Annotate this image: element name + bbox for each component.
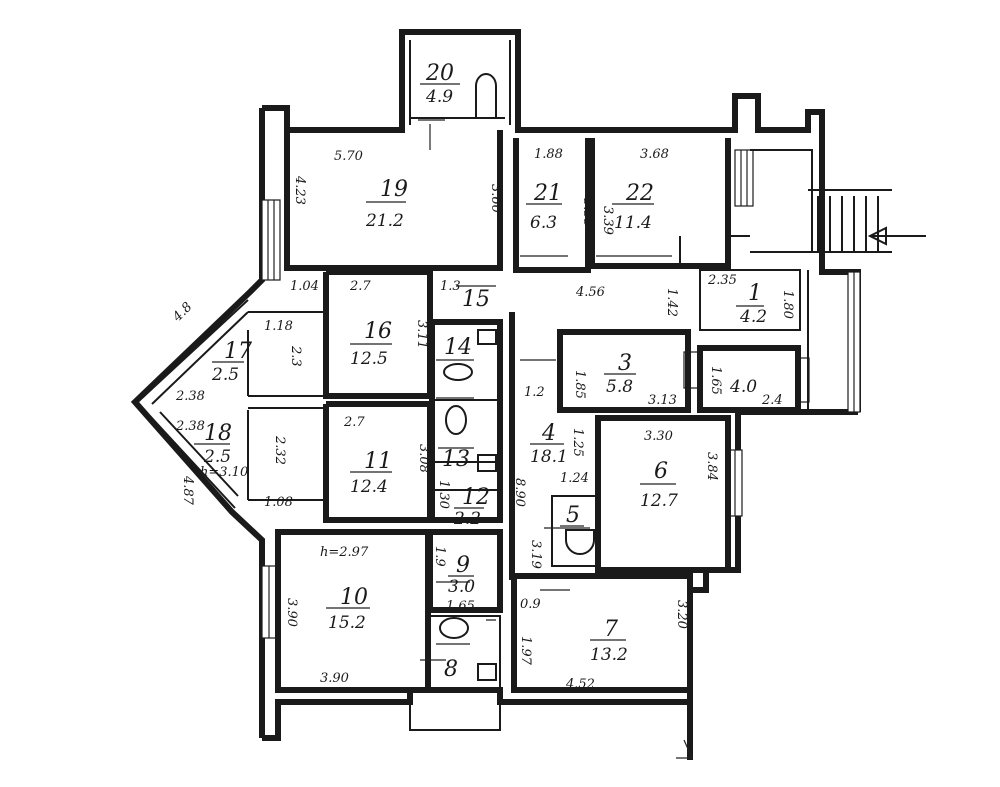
dim-label: 4.56	[575, 285, 605, 300]
room-number: 17	[224, 339, 252, 364]
room-number: 3	[618, 351, 632, 376]
dim-label: 3.90	[320, 671, 349, 686]
room-number: 12	[462, 485, 490, 510]
dim-label: 8.90	[512, 478, 527, 507]
dim-label: 3.08	[416, 444, 431, 473]
room-area: 2.5	[211, 365, 239, 385]
dim-label: 2.38	[175, 419, 205, 434]
room-number: 6	[654, 459, 668, 484]
room-area: 15.2	[328, 613, 366, 633]
dim-label: 3.13	[648, 393, 677, 408]
room-area: 2.5	[203, 447, 231, 467]
room-number: 1	[748, 281, 762, 306]
dim-label: 4.23	[292, 175, 307, 205]
room-number: 21	[533, 181, 562, 206]
room-number: 14	[444, 335, 472, 360]
dim-label: 1.3	[440, 279, 461, 294]
room-area: 12.4	[350, 477, 388, 497]
dim-label: 3.20	[674, 600, 689, 629]
room-number: 22	[625, 181, 654, 206]
dim-label: 1.18	[264, 319, 293, 334]
room-area: 18.1	[530, 447, 568, 467]
dim-label: 1.9	[432, 546, 447, 567]
dim-label: 1.08	[264, 495, 293, 510]
room-number: 19	[380, 177, 408, 202]
dim-label: 1.65	[446, 599, 475, 614]
room-area: 2.2	[453, 509, 481, 529]
room-area: 12.7	[640, 491, 678, 511]
dim-label: 3.39	[600, 206, 615, 235]
dim-label: 1.85	[572, 370, 587, 399]
dim-label: 4.8	[170, 300, 196, 326]
dim-label: 1.2	[524, 385, 545, 400]
height-label: h=2.97	[320, 545, 369, 560]
dim-label: 3.19	[528, 540, 543, 569]
room-area: 13.2	[590, 645, 628, 665]
dim-label: 0.9	[520, 597, 541, 612]
room-area: 4.2	[739, 307, 767, 327]
dim-label: 3.84	[704, 452, 719, 481]
dim-label: 2.7	[343, 415, 365, 430]
room-number: 7	[604, 617, 618, 642]
room-area: 6.3	[530, 213, 557, 233]
dim-label: 1.80	[780, 290, 795, 319]
room-number: 13	[442, 447, 470, 472]
room-number: 9	[456, 553, 470, 578]
dim-label: 2.35	[707, 273, 737, 288]
room-number: 20	[425, 61, 454, 86]
dim-label: 2.32	[272, 435, 287, 465]
dim-label: 5.70	[334, 149, 363, 164]
room-number: 10	[340, 585, 368, 610]
dim-label: 3.60	[488, 184, 503, 213]
room-area: 4.9	[425, 87, 453, 107]
dim-label: 2.3	[288, 345, 303, 367]
dim-label: 3.11	[414, 320, 429, 349]
dim-label: 1.04	[290, 279, 319, 294]
dim-label: 2.4	[761, 393, 783, 408]
dim-label: 1.24	[560, 471, 589, 486]
dim-label: 4.87	[180, 475, 195, 506]
room-area: 11.4	[614, 213, 652, 233]
dim-label: 1.42	[664, 288, 679, 317]
room-number: 4	[541, 421, 556, 446]
dim-label: 3.35	[580, 198, 595, 227]
room-area: 5.8	[606, 377, 633, 397]
dim-label: 1.97	[518, 636, 533, 666]
room-number: 11	[364, 449, 392, 474]
dim-label: 3.90	[284, 598, 299, 627]
room-number: 5	[566, 503, 580, 528]
dim-label: 1.30	[436, 480, 451, 509]
dim-label: 1.65	[708, 366, 723, 395]
dim-label: 2.7	[349, 279, 371, 294]
interior-walls	[247, 40, 926, 759]
height-label: h=3.10	[200, 465, 248, 480]
room-area: 4.0	[729, 377, 757, 397]
dim-label: 2.38	[175, 389, 205, 404]
room-area: 12.5	[350, 349, 388, 369]
room-number: 15	[462, 287, 490, 312]
dim-label: 3.30	[644, 429, 673, 444]
room-area: 21.2	[365, 211, 404, 231]
room-number: 16	[364, 319, 392, 344]
room-labels: 1 4.2 3 5.8 4 18.1 5 6 12.7 7 13.2 8 9 3…	[194, 61, 767, 682]
height-annotations: h=2.97 h=3.10	[200, 465, 369, 560]
dim-label: 3.68	[640, 147, 669, 162]
room-number: 8	[444, 657, 458, 682]
room-number: 18	[204, 421, 232, 446]
dim-label: 4.52	[565, 677, 595, 692]
dim-label: 1.25	[570, 428, 585, 457]
room-area: 3.0	[448, 577, 475, 597]
dim-label: 1.88	[534, 147, 563, 162]
